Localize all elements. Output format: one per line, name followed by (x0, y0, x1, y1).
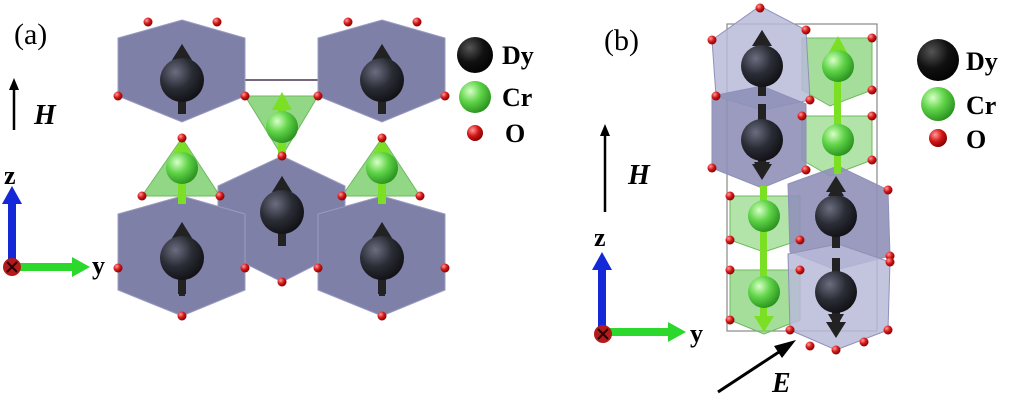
panel-b-axes: z y (592, 223, 703, 348)
axis-z-label: z (4, 161, 16, 190)
panel-b-electric-arrow (717, 340, 796, 394)
panel-b-label: (b) (604, 24, 639, 57)
axis-z-arrow (8, 200, 16, 266)
axis-z-arrow (598, 266, 606, 334)
legend-dy-swatch (917, 39, 959, 81)
panel-a-field-label: H (33, 100, 57, 131)
panel-a-axes: z y (2, 161, 105, 280)
cr-atom (748, 276, 780, 308)
panel-b-electric-label: E (771, 368, 791, 399)
panel-b-legend: Dy Cr O (917, 39, 998, 154)
panel-a-lattice (113, 17, 450, 321)
legend-dy-swatch (457, 37, 493, 73)
panel-a: (a) H (2, 17, 534, 321)
legend-cr-label: Cr (502, 83, 532, 112)
panel-a-label: (a) (14, 18, 47, 51)
legend-cr-swatch (921, 87, 955, 121)
axis-z-label: z (594, 223, 606, 252)
cr-atom (166, 152, 198, 184)
o-atoms (113, 17, 450, 321)
cr-atom (748, 200, 780, 232)
panel-a-field-arrow (9, 78, 19, 130)
cr-atom (822, 50, 854, 82)
legend-o-swatch (467, 125, 483, 141)
legend-dy-label: Dy (502, 41, 534, 70)
panel-b-lattice (707, 3, 895, 355)
cr-spin-arrow (754, 186, 774, 332)
dy-atom (815, 195, 857, 237)
cr-atom (822, 124, 854, 156)
axis-y-label: y (92, 251, 105, 280)
dy-atom (360, 236, 404, 280)
panel-b-field-arrow (600, 124, 610, 212)
legend-o-swatch (929, 129, 947, 147)
legend-o-label: O (966, 125, 986, 154)
legend-o-label: O (505, 119, 525, 148)
cr-atom (266, 111, 298, 143)
o-atoms (707, 3, 895, 355)
dy-atom (260, 190, 304, 234)
legend-cr-label: Cr (966, 91, 996, 120)
dy-atom (741, 119, 783, 161)
legend-dy-label: Dy (966, 47, 998, 76)
panel-b: (b) H (592, 3, 998, 399)
axis-y-label: y (690, 319, 703, 348)
panel-b-field-label: H (627, 160, 651, 191)
cr-spin-arrow (828, 36, 848, 174)
dy-atom (741, 45, 783, 87)
axis-y-arrow (604, 328, 670, 336)
dy-atom (815, 271, 857, 313)
dy-atom (160, 58, 204, 102)
dy-atom (160, 236, 204, 280)
panel-a-legend: Dy Cr O (457, 37, 534, 148)
axis-y-arrow (14, 263, 74, 271)
dy-atom (360, 58, 404, 102)
legend-cr-swatch (459, 81, 491, 113)
cr-atom (366, 152, 398, 184)
